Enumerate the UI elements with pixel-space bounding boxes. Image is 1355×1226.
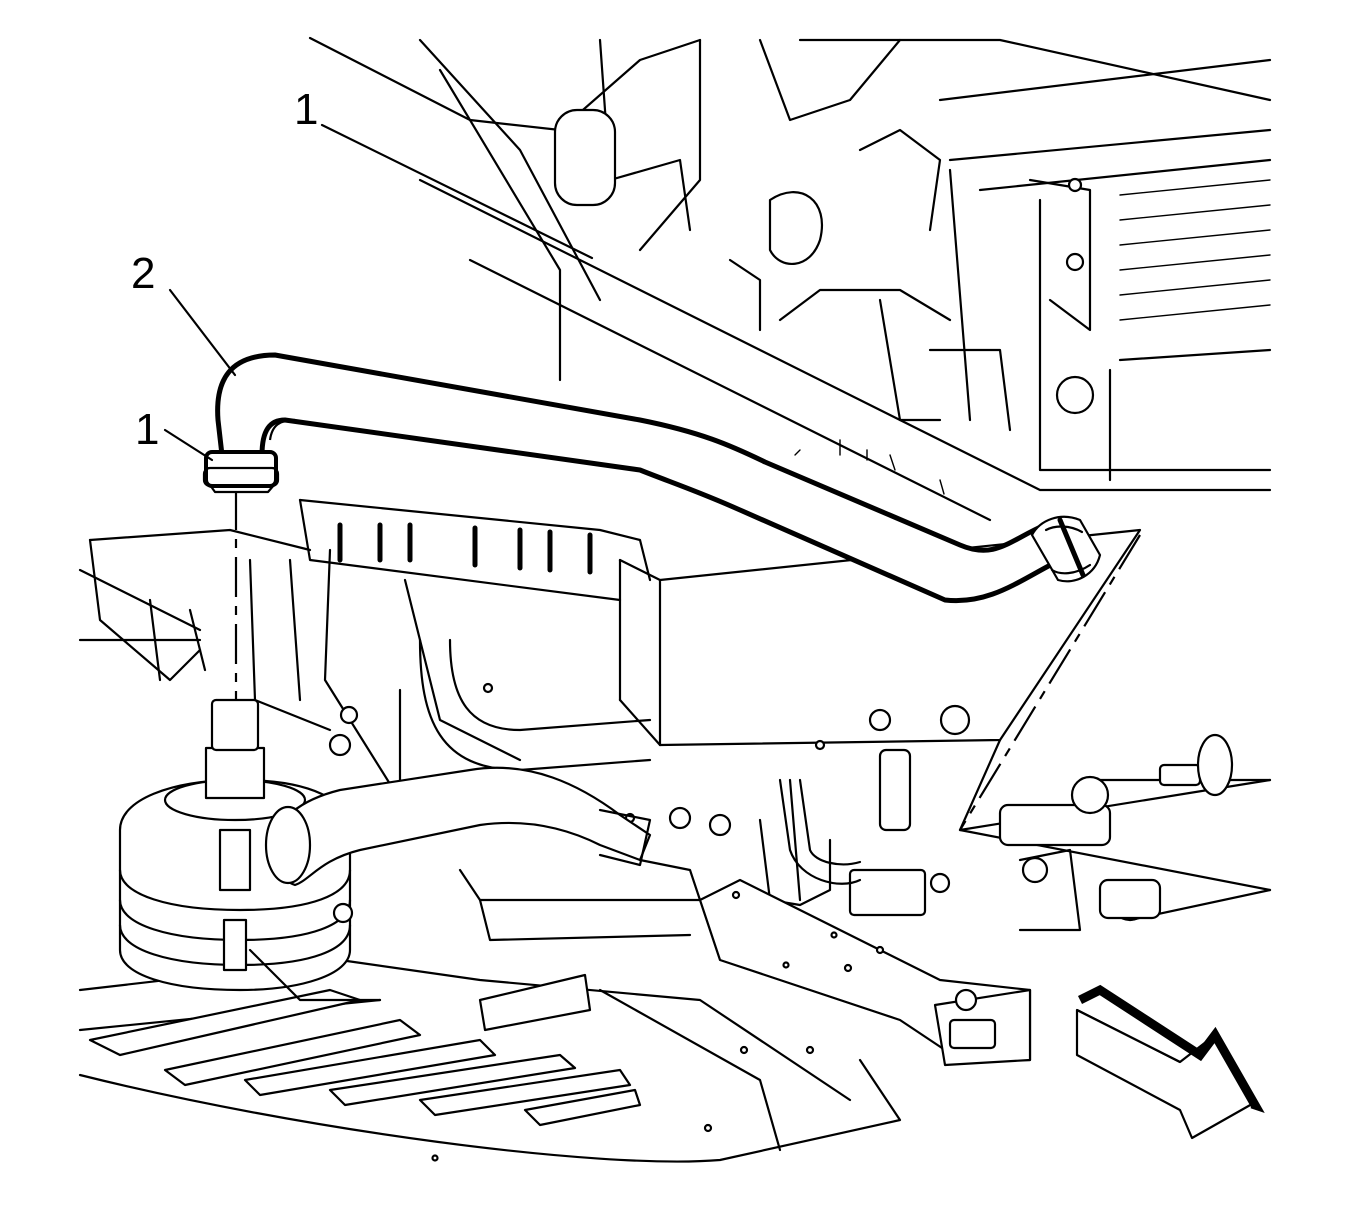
skid-plate (78, 958, 902, 1163)
alignment-lines (234, 490, 1141, 831)
lower-alignment-line (959, 534, 1141, 831)
front-direction-arrow-icon (1075, 984, 1265, 1140)
callout-1-upper-clamp: 1 (294, 85, 319, 134)
center-bracket (298, 498, 652, 802)
callout-1-lower-clamp: 1 (135, 405, 160, 454)
leader-line-lower-1 (163, 428, 214, 462)
leader-line-2 (168, 288, 237, 377)
leader-lines (163, 123, 594, 462)
left-radiator-bracket (78, 528, 332, 732)
frame-rail (418, 178, 1272, 522)
radiator-core-support (308, 36, 1272, 482)
subframe-arm (458, 806, 1032, 1067)
pump-outlet-hose (264, 766, 652, 887)
callout-2-hose: 2 (131, 249, 156, 298)
upper-hose-clamp (202, 450, 280, 494)
lower-hose-clamp (1030, 515, 1102, 583)
right-hardware (758, 733, 1272, 932)
leader-line-upper-1 (320, 123, 594, 260)
